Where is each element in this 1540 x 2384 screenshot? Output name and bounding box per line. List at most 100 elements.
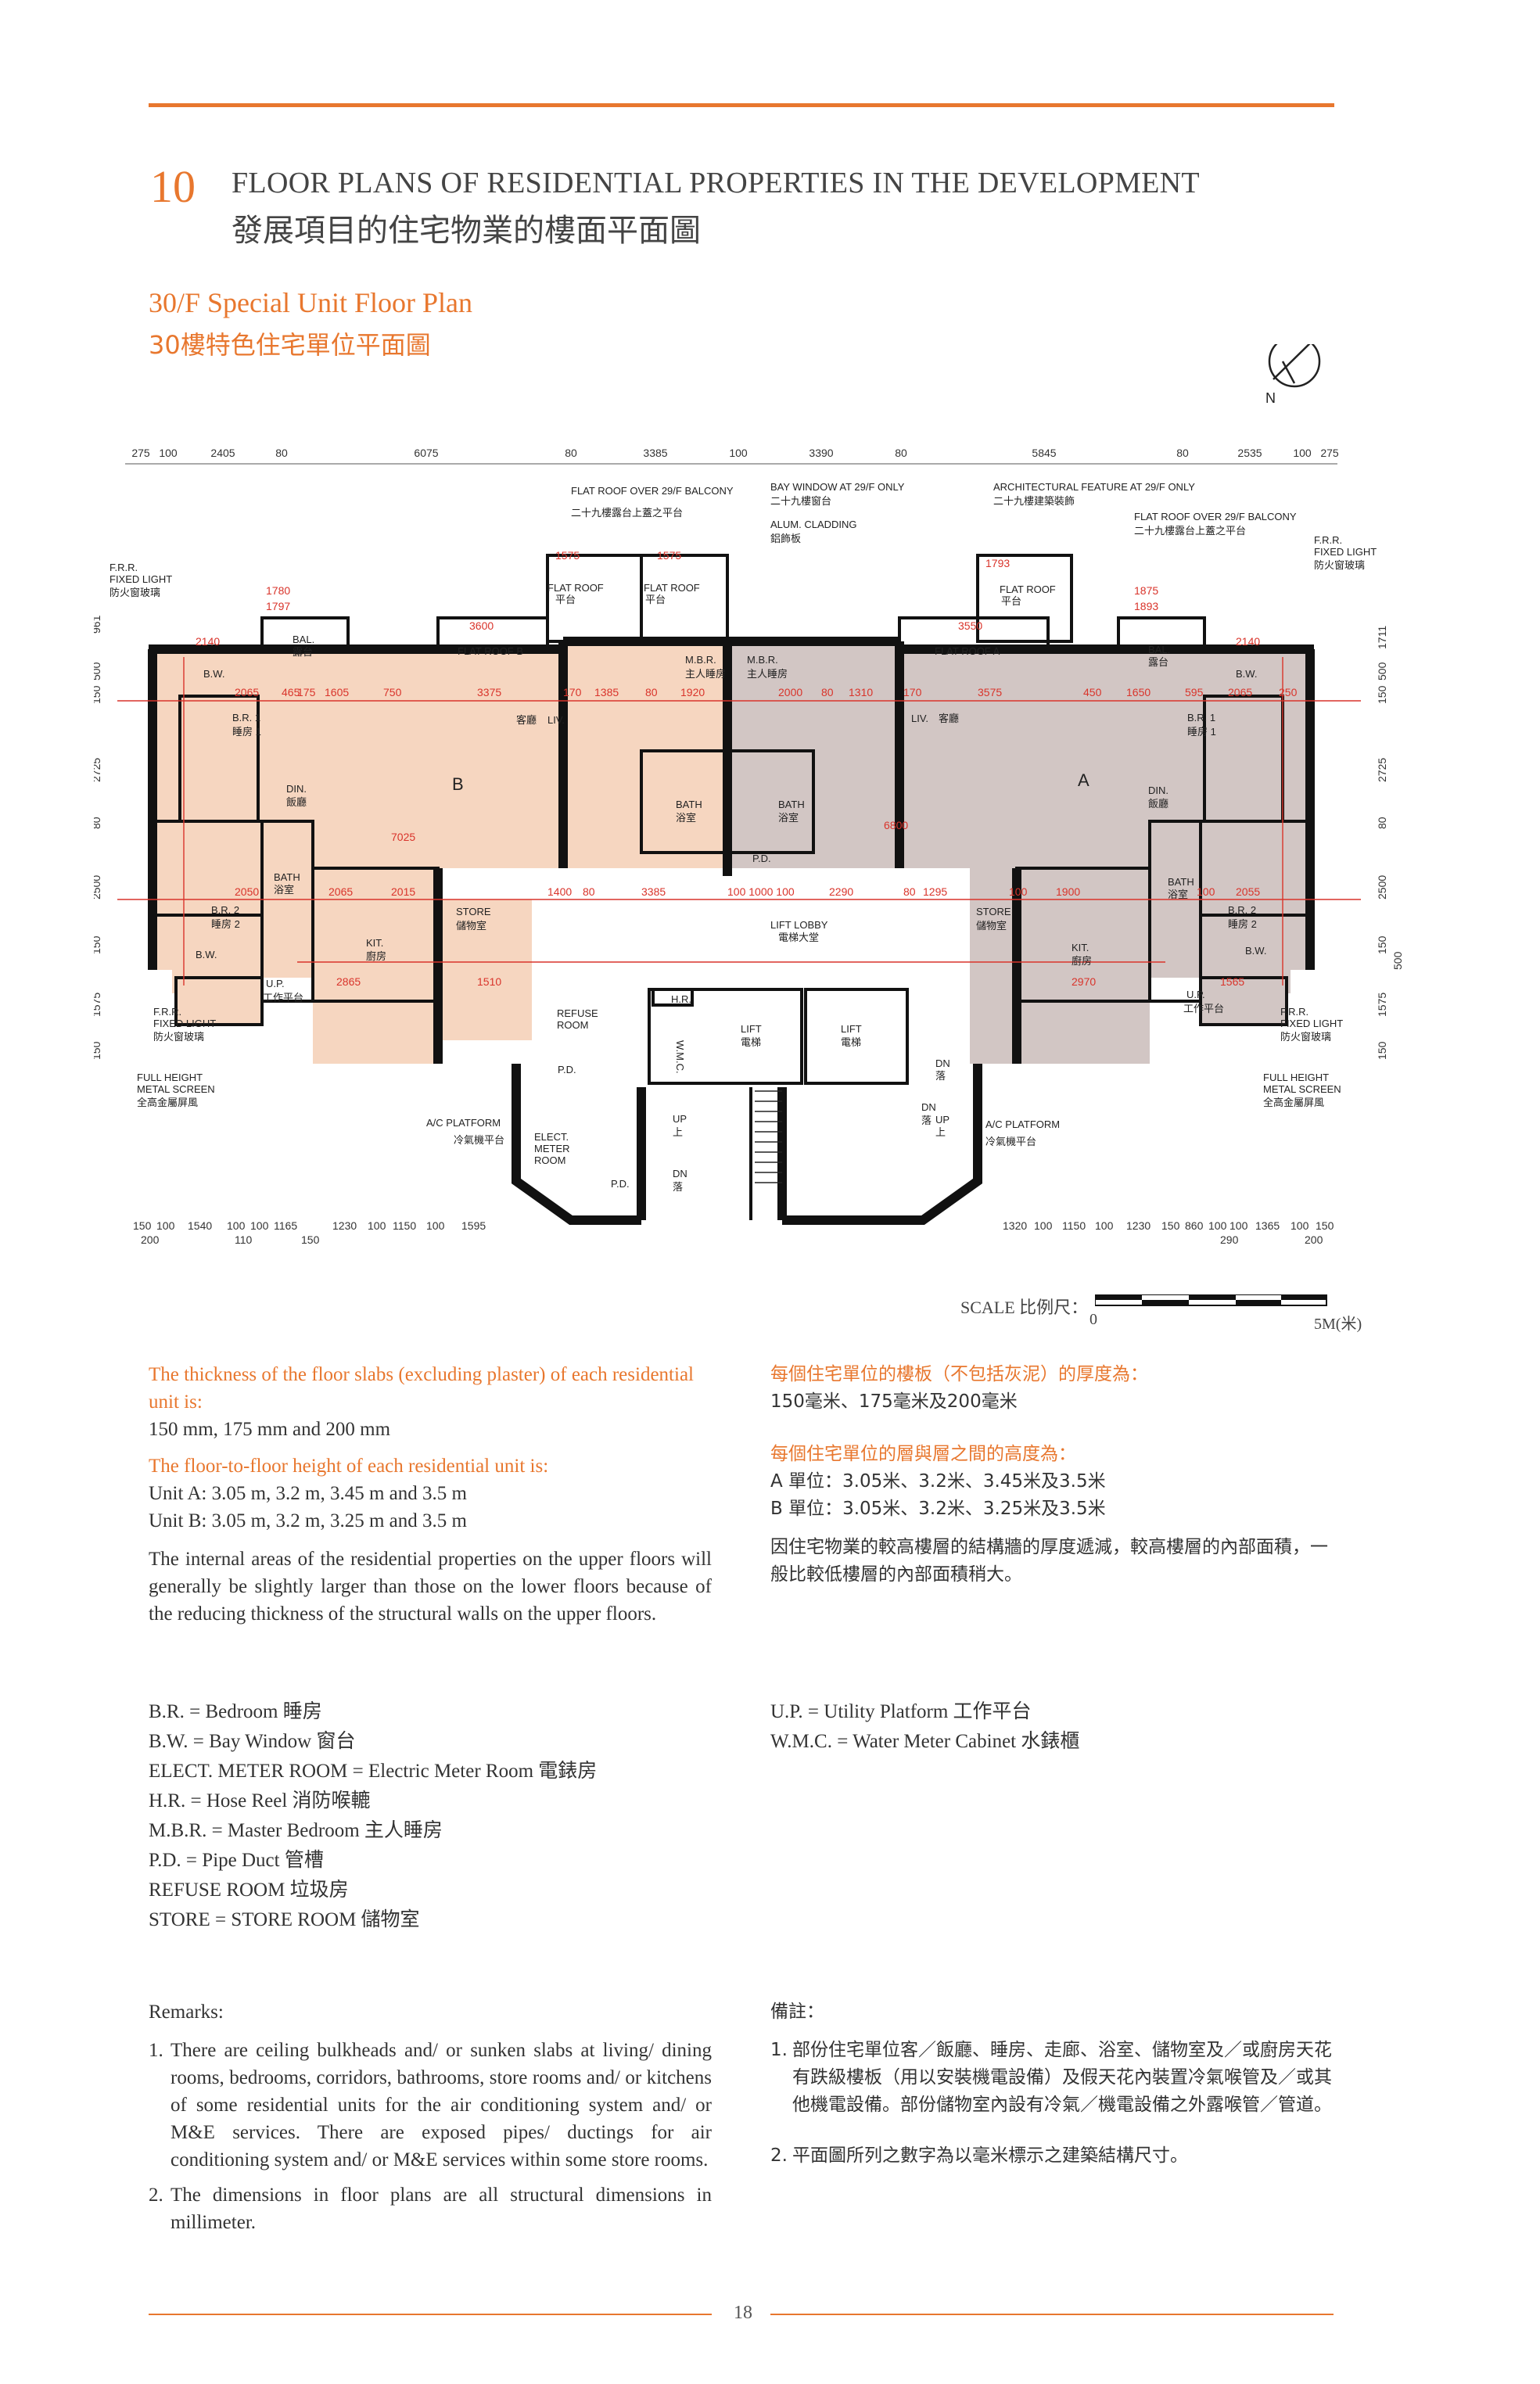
svg-text:595: 595	[1185, 686, 1204, 698]
svg-text:2055: 2055	[1236, 885, 1260, 898]
svg-text:DIN.: DIN.	[1148, 784, 1168, 796]
svg-text:100: 100	[368, 1219, 386, 1232]
svg-text:1875: 1875	[1134, 584, 1158, 597]
svg-text:2405: 2405	[210, 447, 235, 459]
svg-text:1400: 1400	[547, 885, 572, 898]
svg-text:ROOM: ROOM	[557, 1019, 588, 1031]
abbreviations-left: B.R. = Bedroom 睡房 B.W. = Bay Window 窗台 E…	[149, 1697, 712, 1935]
unit-a-label: A	[1078, 770, 1089, 790]
abbr-item: H.R. = Hose Reel 消防喉轆	[149, 1790, 371, 1811]
svg-text:FLAT ROOF: FLAT ROOF	[547, 582, 604, 594]
svg-text:3550: 3550	[958, 619, 982, 632]
svg-text:FLAT ROOF: FLAT ROOF	[644, 582, 700, 594]
svg-text:80: 80	[895, 447, 907, 459]
svg-text:露台: 露台	[1148, 656, 1168, 668]
svg-text:防火窗玻璃: 防火窗玻璃	[1314, 559, 1365, 571]
svg-text:METAL SCREEN: METAL SCREEN	[1263, 1083, 1341, 1095]
svg-text:FLAT ROOF A: FLAT ROOF A	[935, 645, 1000, 657]
svg-text:落: 落	[935, 1070, 946, 1082]
svg-text:主人睡房: 主人睡房	[685, 668, 726, 680]
svg-text:ELECT.: ELECT.	[534, 1131, 569, 1143]
svg-text:B.W.: B.W.	[1245, 945, 1266, 957]
svg-text:飯廳: 飯廳	[286, 796, 307, 808]
svg-text:BATH: BATH	[1168, 876, 1194, 888]
svg-text:1605: 1605	[325, 686, 349, 698]
svg-text:U.P.: U.P.	[1186, 989, 1205, 1000]
svg-text:1793: 1793	[985, 557, 1010, 569]
svg-text:100 1000 100: 100 1000 100	[727, 885, 795, 898]
svg-text:平台: 平台	[1001, 595, 1021, 607]
svg-text:B.R. 2: B.R. 2	[1228, 904, 1256, 916]
svg-text:冷氣機平台: 冷氣機平台	[985, 1136, 1036, 1147]
remark-item: 2. 平面圖所列之數字為以毫米標示之建築結構尺寸。	[770, 2145, 1188, 2166]
svg-text:150: 150	[94, 685, 102, 704]
svg-text:廚房: 廚房	[1072, 955, 1092, 967]
svg-text:200: 200	[141, 1233, 160, 1246]
svg-text:80: 80	[903, 885, 916, 898]
svg-text:100: 100	[1009, 885, 1028, 898]
notes-zh: 每個住宅單位的樓板（不包括灰泥）的厚度為： 150毫米、175毫米及200毫米 …	[770, 1361, 1334, 1589]
svg-text:FIXED LIGHT: FIXED LIGHT	[1314, 546, 1377, 558]
svg-text:浴室: 浴室	[676, 812, 696, 824]
svg-text:100: 100	[1095, 1219, 1114, 1232]
svg-text:FIXED LIGHT: FIXED LIGHT	[153, 1018, 216, 1029]
svg-text:客廳: 客廳	[516, 714, 537, 726]
svg-text:儲物室: 儲物室	[976, 920, 1007, 932]
svg-text:80: 80	[645, 686, 658, 698]
svg-text:B.R. 2: B.R. 2	[211, 904, 239, 916]
svg-text:防火窗玻璃: 防火窗玻璃	[153, 1031, 204, 1043]
svg-text:150: 150	[94, 935, 102, 954]
svg-text:1711: 1711	[1376, 626, 1388, 649]
abbr-item: STORE = STORE ROOM 儲物室	[149, 1909, 420, 1930]
svg-text:6800: 6800	[884, 819, 908, 831]
svg-text:FLAT ROOF B: FLAT ROOF B	[458, 645, 523, 657]
floor-plan: N	[94, 344, 1404, 1246]
svg-text:F.R.R.: F.R.R.	[1280, 1006, 1308, 1018]
abbr-item: M.B.R. = Master Bedroom 主人睡房	[149, 1820, 443, 1841]
svg-text:LIFT LOBBY: LIFT LOBBY	[770, 919, 828, 931]
remarks-heading-zh: 備註：	[770, 2002, 824, 2022]
bottom-dimensions: 150 100 1540 100 100 1165 1230 100 1150 …	[133, 1219, 1334, 1246]
svg-text:REFUSE: REFUSE	[557, 1007, 598, 1019]
svg-text:100: 100	[729, 447, 748, 459]
svg-text:2725: 2725	[1376, 758, 1388, 782]
svg-text:睡房 1: 睡房 1	[232, 726, 261, 738]
svg-text:2535: 2535	[1237, 447, 1262, 459]
page-number: 18	[734, 2303, 752, 2323]
svg-text:A/C PLATFORM: A/C PLATFORM	[426, 1117, 501, 1129]
svg-text:DN: DN	[673, 1168, 687, 1179]
svg-text:500: 500	[94, 662, 102, 680]
svg-text:浴室: 浴室	[778, 812, 799, 824]
svg-text:FIXED LIGHT: FIXED LIGHT	[109, 573, 172, 585]
notes-en: The thickness of the floor slabs (exclud…	[149, 1361, 712, 1628]
svg-text:1295: 1295	[923, 885, 947, 898]
svg-text:1150: 1150	[393, 1219, 416, 1232]
slab-value-en: 150 mm, 175 mm and 200 mm	[149, 1419, 391, 1440]
left-dimensions: 961 150 500 2725 80 2500 150 500 1575 15…	[94, 615, 102, 1060]
svg-text:露台: 露台	[293, 646, 313, 658]
svg-text:落: 落	[673, 1181, 683, 1193]
svg-text:B.W.: B.W.	[1236, 668, 1257, 680]
svg-text:150: 150	[94, 1041, 102, 1060]
section-title-en: FLOOR PLANS OF RESIDENTIAL PROPERTIES IN…	[232, 167, 1200, 199]
right-dimensions: 1711 150 500 2725 80 2500 150 500 1575 1…	[1376, 626, 1404, 1060]
svg-text:150: 150	[1376, 935, 1388, 954]
svg-text:2500: 2500	[1376, 875, 1388, 899]
svg-text:80: 80	[821, 686, 834, 698]
scale-max: 5M(米)	[1314, 1316, 1362, 1333]
svg-text:2725: 2725	[94, 758, 102, 782]
svg-text:STORE: STORE	[456, 906, 491, 917]
svg-text:LIFT: LIFT	[841, 1023, 862, 1035]
svg-text:U.P.: U.P.	[266, 978, 285, 989]
svg-text:BAL.: BAL.	[293, 634, 314, 645]
svg-text:B.W.: B.W.	[196, 949, 217, 960]
svg-text:2050: 2050	[235, 885, 259, 898]
plan-title-en: 30/F Special Unit Floor Plan	[149, 287, 472, 318]
svg-text:175: 175	[297, 686, 316, 698]
svg-text:100: 100	[159, 447, 178, 459]
svg-text:100: 100	[1034, 1219, 1053, 1232]
svg-text:860: 860	[1185, 1219, 1204, 1232]
height-heading-en: The floor-to-floor height of each reside…	[149, 1456, 549, 1477]
slab-value-zh: 150毫米、175毫米及200毫米	[770, 1391, 1018, 1412]
svg-text:ROOM: ROOM	[534, 1154, 565, 1166]
